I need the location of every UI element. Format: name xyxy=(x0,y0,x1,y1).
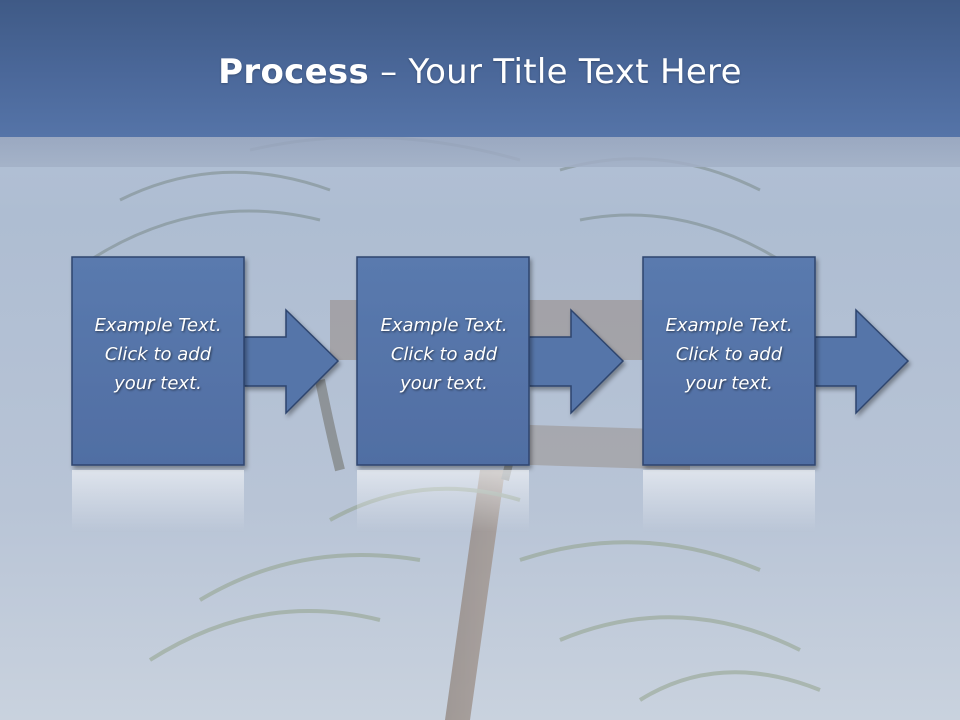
title-bold-part: Process xyxy=(218,52,370,92)
step-1-reflection xyxy=(72,470,244,532)
step-3-reflection xyxy=(643,470,815,532)
title-band xyxy=(0,137,960,167)
process-step-1[interactable] xyxy=(71,256,340,532)
process-step-3[interactable] xyxy=(642,256,910,532)
step-2-arrow xyxy=(528,308,625,415)
title-bar xyxy=(0,0,960,137)
title-rest-part: – Your Title Text Here xyxy=(369,52,742,92)
step-2-reflection xyxy=(357,470,529,532)
step-2-text[interactable]: Example Text. Click to add your text. xyxy=(380,315,508,394)
slide-title[interactable]: Process – Your Title Text Here xyxy=(0,52,960,92)
step-3-text[interactable]: Example Text. Click to add your text. xyxy=(665,315,793,394)
step-2-box xyxy=(356,256,530,466)
step-1-arrow xyxy=(243,308,340,415)
process-step-2[interactable] xyxy=(356,256,625,532)
step-1-text[interactable]: Example Text. Click to add your text. xyxy=(94,315,222,394)
step-3-arrow xyxy=(814,308,910,415)
step-3-box xyxy=(642,256,816,466)
step-1-box xyxy=(71,256,245,466)
